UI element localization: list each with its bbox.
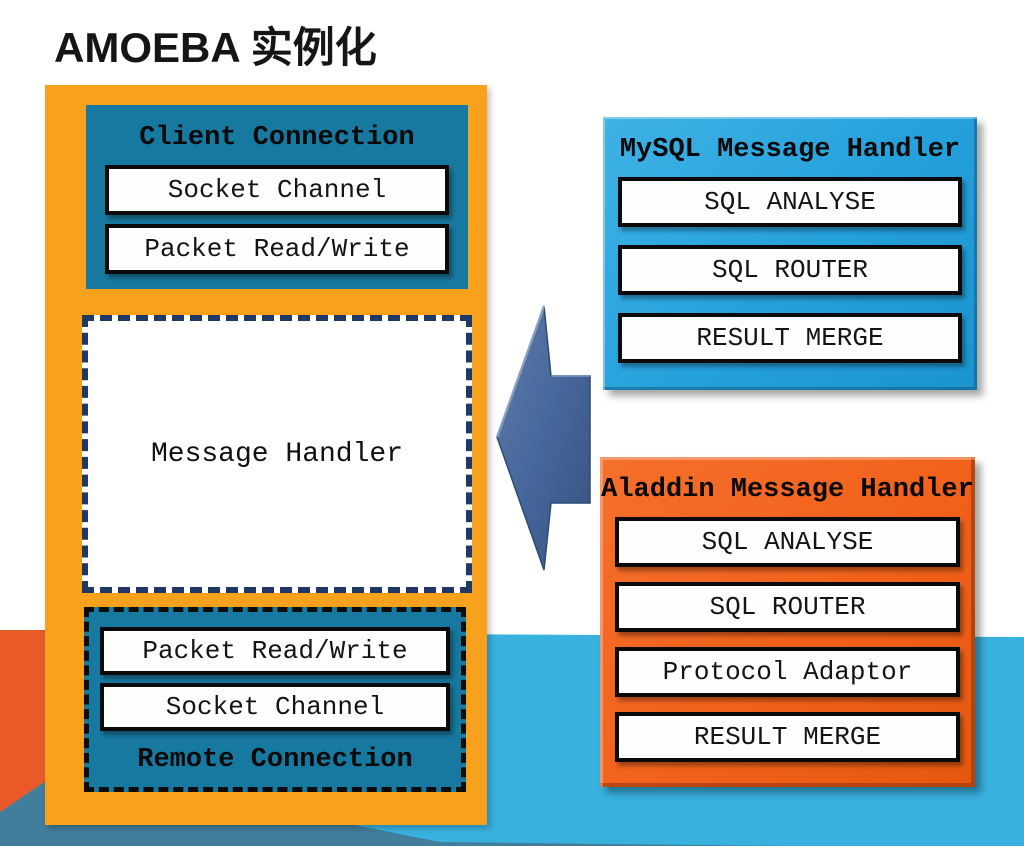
- mysql-result-merge-box: RESULT MERGE: [618, 313, 962, 363]
- client-socket-channel-box: Socket Channel: [105, 165, 449, 215]
- mysql-sql-analyse-box: SQL ANALYSE: [618, 177, 962, 227]
- mysql-panel-title: MySQL Message Handler: [619, 135, 961, 165]
- mysql-sql-router-box: SQL ROUTER: [618, 245, 962, 295]
- client-packet-readwrite-box: Packet Read/Write: [105, 224, 449, 274]
- aladdin-message-handler-panel: Aladdin Message Handler SQL ANALYSE SQL …: [600, 457, 975, 787]
- aladdin-result-merge-box: RESULT MERGE: [615, 712, 960, 762]
- remote-connection-box: Packet Read/Write Socket Channel Remote …: [84, 607, 466, 792]
- mysql-message-handler-panel: MySQL Message Handler SQL ANALYSE SQL RO…: [603, 117, 977, 390]
- left-arrow-icon: [495, 305, 591, 571]
- message-handler-label: Message Handler: [150, 439, 404, 470]
- remote-connection-title: Remote Connection: [137, 745, 413, 775]
- remote-socket-channel-box: Socket Channel: [100, 683, 450, 731]
- aladdin-panel-title: Aladdin Message Handler: [601, 475, 974, 505]
- spacer: [89, 612, 461, 627]
- aladdin-sql-analyse-box: SQL ANALYSE: [615, 517, 960, 567]
- amoeba-proxy-panel: Client Connection Socket Channel Packet …: [45, 85, 487, 825]
- client-connection-box: Client Connection Socket Channel Packet …: [86, 105, 468, 289]
- message-handler-box: Message Handler: [82, 315, 472, 593]
- aladdin-sql-router-box: SQL ROUTER: [615, 582, 960, 632]
- client-connection-title: Client Connection: [139, 123, 415, 153]
- remote-packet-readwrite-box: Packet Read/Write: [100, 627, 450, 675]
- aladdin-protocol-adaptor-box: Protocol Adaptor: [615, 647, 960, 697]
- page-title: AMOEBA 实例化: [54, 24, 377, 71]
